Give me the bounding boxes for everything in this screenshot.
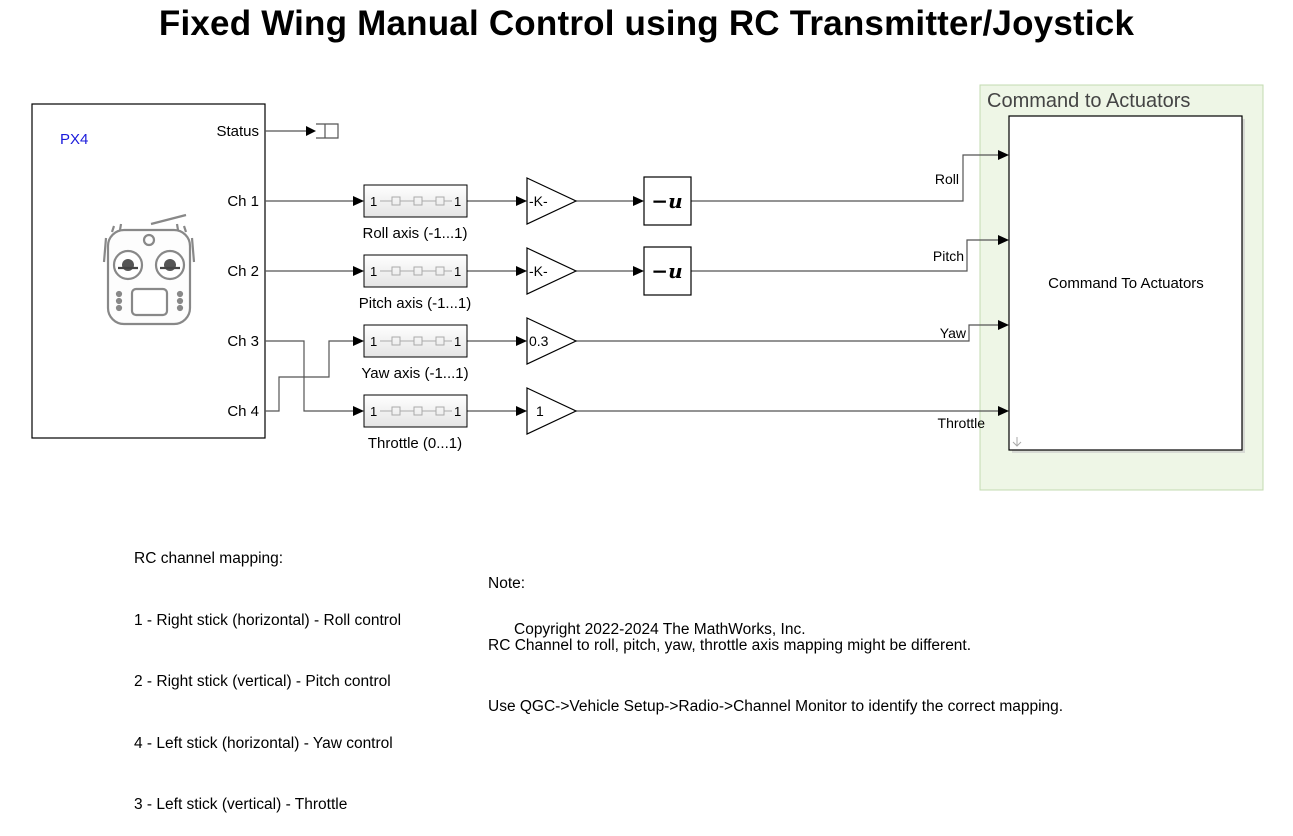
saturation-yaw[interactable]: 1 1 — [363, 324, 468, 358]
note-heading: Note: — [488, 575, 526, 592]
saturation-yaw-label: Yaw axis (-1...1) — [361, 365, 468, 382]
signal-arrowheads — [353, 150, 1009, 416]
saturation-roll-right: 1 — [454, 194, 461, 209]
rc-mapping-line: 3 - Left stick (vertical) - Throttle — [134, 796, 348, 813]
saturation-pitch-right: 1 — [454, 264, 461, 279]
px4-label: PX4 — [60, 131, 88, 148]
subsystem-arrow-icon — [1012, 437, 1022, 447]
signal-label-throttle: Throttle — [938, 415, 986, 431]
saturation-yaw-left: 1 — [370, 334, 377, 349]
signal-label-pitch: Pitch — [933, 248, 964, 264]
gain-yaw[interactable]: 0.3 — [526, 317, 578, 365]
saturation-pitch[interactable]: 1 1 — [363, 254, 468, 288]
rc-mapping-line: 1 - Right stick (horizontal) - Roll cont… — [134, 611, 402, 629]
signal-label-yaw: Yaw — [940, 325, 967, 341]
negate-roll[interactable]: −u — [643, 176, 692, 226]
rc-mapping-heading: RC channel mapping: — [134, 550, 284, 567]
saturation-roll[interactable]: 1 1 — [363, 184, 468, 218]
saturation-throttle-label: Throttle (0...1) — [368, 435, 462, 452]
saturation-roll-left: 1 — [370, 194, 377, 209]
rc-mapping-notes: RC channel mapping: 1 - Right stick (hor… — [134, 508, 401, 836]
gain-pitch[interactable]: -K- — [526, 247, 578, 295]
command-to-actuators-block[interactable]: Command To Actuators — [1008, 115, 1245, 453]
note-line: Use QGC->Vehicle Setup->Radio->Channel M… — [488, 698, 1064, 715]
negate-pitch[interactable]: −u — [643, 246, 692, 296]
saturation-throttle-left: 1 — [370, 404, 377, 419]
gain-roll-value: -K- — [529, 193, 548, 209]
signal-label-roll: Roll — [935, 171, 959, 187]
command-area-label: Command to Actuators — [987, 90, 1190, 112]
rc-mapping-line: 2 - Right stick (vertical) - Pitch contr… — [134, 673, 391, 690]
diagram-title: Fixed Wing Manual Control using RC Trans… — [158, 4, 1135, 43]
saturation-pitch-left: 1 — [370, 264, 377, 279]
command-block-label: Command To Actuators — [1048, 275, 1204, 292]
saturation-throttle-right: 1 — [454, 404, 461, 419]
rc-mapping-line: 4 - Left stick (horizontal) - Yaw contro… — [134, 734, 393, 752]
status-terminator — [265, 123, 339, 139]
simulink-diagram: Command to Actuators PX4 Status Ch 1 Ch … — [31, 84, 1264, 491]
gain-pitch-value: -K- — [529, 263, 548, 279]
port-status: Status — [216, 123, 259, 140]
saturation-throttle[interactable]: 1 1 — [363, 394, 468, 428]
gain-roll[interactable]: -K- — [526, 177, 578, 225]
port-ch2: Ch 2 — [227, 263, 259, 280]
port-ch1: Ch 1 — [227, 193, 259, 210]
gain-throttle[interactable]: 1 — [526, 387, 578, 435]
negate-pitch-label: −u — [651, 259, 682, 283]
copyright: Copyright 2022-2024 The MathWorks, Inc. — [514, 621, 806, 638]
gain-throttle-value: 1 — [536, 403, 544, 419]
negate-roll-label: −u — [651, 189, 682, 213]
gain-yaw-value: 0.3 — [529, 333, 549, 349]
saturation-roll-label: Roll axis (-1...1) — [362, 225, 467, 242]
signal-lines — [265, 154, 998, 412]
port-ch3: Ch 3 — [227, 333, 259, 350]
port-ch4: Ch 4 — [227, 403, 259, 420]
saturation-yaw-right: 1 — [454, 334, 461, 349]
rc-transmitter-icon — [102, 213, 196, 326]
saturation-pitch-label: Pitch axis (-1...1) — [359, 295, 472, 312]
